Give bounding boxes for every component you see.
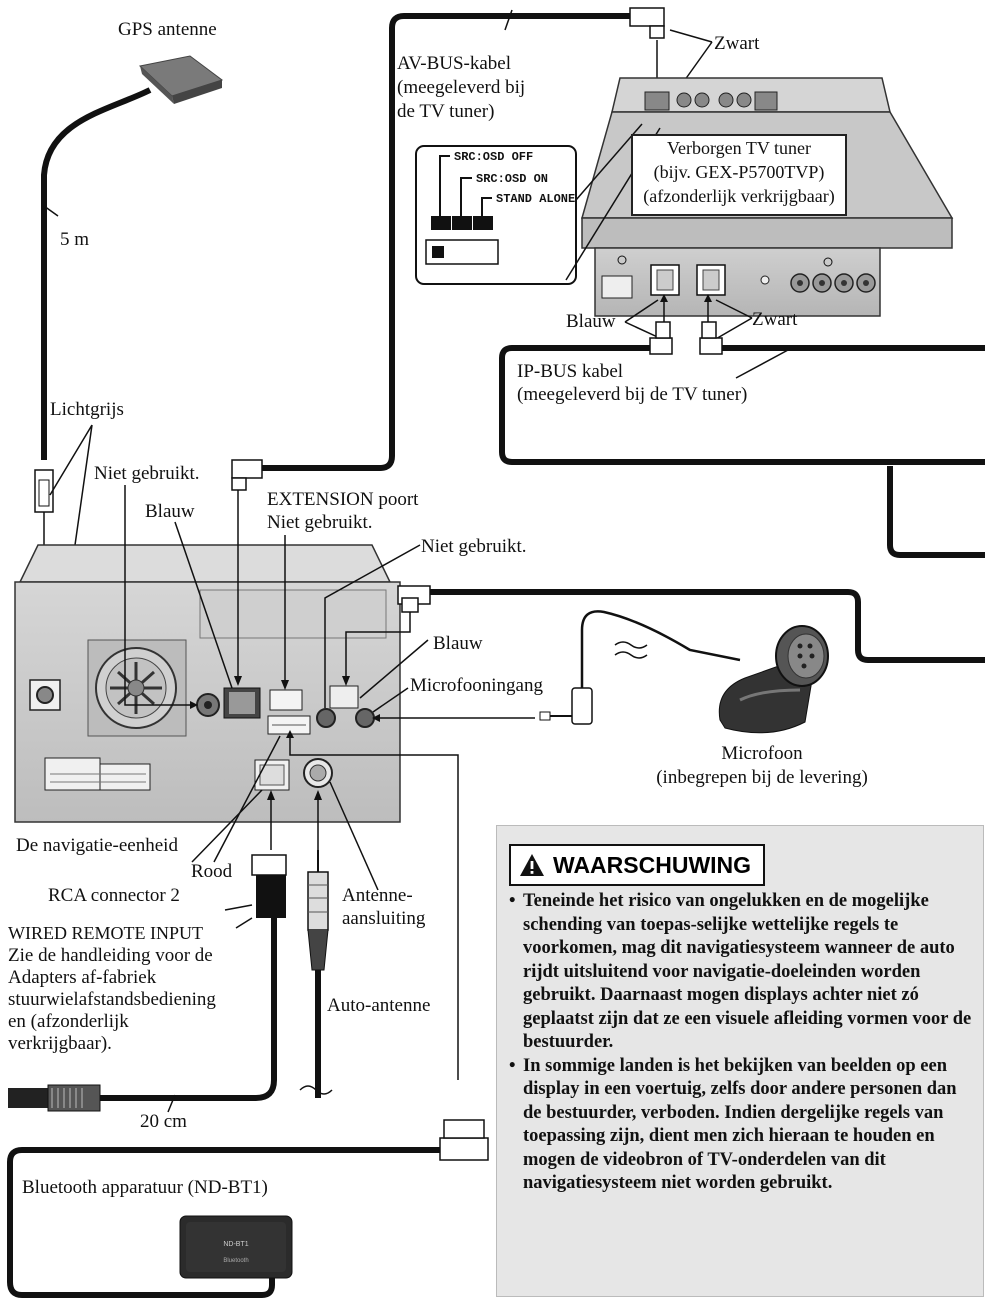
avbus-label-2: (meegeleverd bij (397, 77, 526, 98)
red-label: Rood (191, 861, 233, 882)
bt-brand-print: Bluetooth (223, 1258, 248, 1264)
switch-option-3: STAND ALONE (496, 192, 575, 206)
wired-remote-line-6: verkrijgbaar). (8, 1033, 112, 1054)
wired-remote-title: WIRED REMOTE INPUT (8, 923, 203, 943)
avbus-label-1: AV-BUS-kabel (397, 53, 512, 74)
wired-remote-line-5: en (afzonderlijk (8, 1011, 129, 1032)
tv-tuner-line-3: (afzonderlijk verkrijgbaar) (643, 186, 835, 206)
wired-remote-line-3: Adapters af-fabriek (8, 967, 157, 988)
tv-tuner-line-2: (bijv. GEX-P5700TVP) (653, 162, 825, 182)
tv-tuner-label: Verborgen TV tuner (bijv. GEX-P5700TVP) … (631, 134, 847, 216)
ipbus-cable (397, 321, 985, 663)
blue-label-3: Blauw (566, 311, 616, 332)
blue-label-1: Blauw (145, 501, 195, 522)
cable-length-5m-label: 5 m (60, 229, 90, 250)
avbus-cable (231, 7, 713, 491)
wired-remote-cable (8, 854, 287, 1113)
microphone (539, 610, 829, 734)
warning-panel: WAARSCHUWING Teneinde het risico van ong… (496, 825, 984, 1297)
extension-port-label: EXTENSION poort (267, 489, 419, 510)
microphone-label: Microfoon (721, 743, 803, 764)
bt-model-print: ND-BT1 (223, 1241, 248, 1248)
navigation-unit-label: De navigatie-eenheid (16, 835, 178, 856)
switch-inset (415, 123, 661, 285)
car-antenna-label: Auto-antenne (327, 995, 431, 1016)
not-used-label-1: Niet gebruikt. (94, 463, 200, 484)
light-grey-label: Lichtgrijs (50, 399, 124, 420)
wired-remote-line-4: stuurwielafstandsbediening (8, 989, 216, 1010)
not-used-label-3: Niet gebruikt. (421, 536, 527, 557)
warning-item-1: Teneinde het risico van ongelukken en de… (509, 890, 979, 1055)
leader-lines (124, 485, 535, 1080)
blue-label-2: Blauw (433, 633, 483, 654)
ipbus-label-2: (meegeleverd bij de TV tuner) (517, 384, 748, 405)
not-used-label-2: Niet gebruikt. (267, 512, 373, 533)
rca-connector-label: RCA connector 2 (48, 885, 180, 906)
switch-option-2: SRC:OSD ON (476, 172, 548, 186)
car-antenna-plug (299, 850, 333, 1098)
antenna-connection-label-2: aansluiting (342, 908, 426, 929)
navigation-unit (14, 544, 401, 823)
warning-item-2: In sommige landen is het bekijken van be… (509, 1055, 979, 1196)
bluetooth-unit (7, 1119, 489, 1298)
antenna-connection-label-1: Antenne- (342, 885, 413, 906)
gps-antenna-label: GPS antenne (118, 19, 217, 40)
warning-list: Teneinde het risico van ongelukken en de… (509, 890, 979, 1196)
black-label-2: Zwart (752, 309, 798, 330)
wired-remote-line-2: Zie de handleiding voor de (8, 945, 213, 966)
tv-tuner-line-1: Verborgen TV tuner (667, 138, 811, 158)
ipbus-label-1: IP-BUS kabel (517, 361, 624, 382)
black-label-1: Zwart (714, 33, 760, 54)
warning-triangle-icon (520, 854, 544, 876)
avbus-label-3: de TV tuner) (397, 101, 495, 122)
warning-title: WAARSCHUWING (553, 852, 752, 878)
mic-input-label: Microfooningang (410, 675, 543, 696)
switch-option-1: SRC:OSD OFF (454, 150, 533, 164)
cable-20cm-label: 20 cm (140, 1111, 187, 1132)
warning-heading: WAARSCHUWING (509, 844, 766, 886)
microphone-note-label: (inbegrepen bij de levering) (656, 767, 868, 788)
bluetooth-unit-label: Bluetooth apparatuur (ND-BT1) (22, 1177, 268, 1198)
